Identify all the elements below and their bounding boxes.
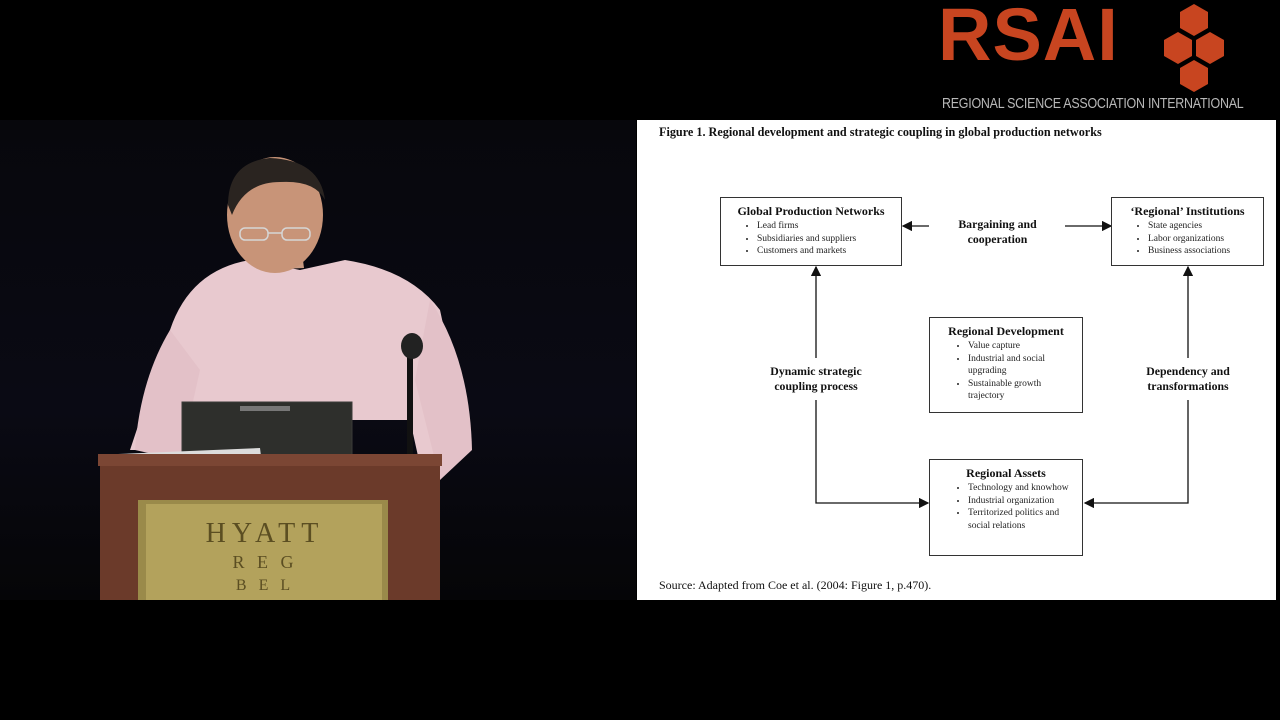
list-item: Territorized politics and social relatio…: [968, 507, 1074, 532]
list-item: Technology and knowhow: [968, 482, 1074, 495]
speaker-video: HYATT R E G B E L: [0, 120, 636, 600]
list-item: Subsidiaries and suppliers: [757, 233, 901, 246]
logo-wordmark: RSAI: [938, 0, 1119, 76]
list-item: Business associations: [1148, 245, 1263, 258]
list-item: Lead firms: [757, 220, 901, 233]
list-item: Labor organizations: [1148, 233, 1263, 246]
box-global-production-networks: Global Production Networks Lead firms Su…: [720, 197, 902, 266]
box-title: Regional Development: [948, 324, 1064, 338]
list-item: Value capture: [968, 340, 1074, 353]
box-title: ‘Regional’ Institutions: [1130, 204, 1245, 218]
list-item: Customers and markets: [757, 245, 901, 258]
label-bargaining: Bargaining and cooperation: [958, 217, 1037, 246]
hexagon-cluster-icon: [1164, 4, 1224, 92]
box-title: Regional Assets: [966, 466, 1046, 480]
speaker-hair: [228, 158, 325, 215]
podium-sign-line2: R E G: [233, 552, 298, 572]
list-item: State agencies: [1148, 220, 1263, 233]
speaker-scene: HYATT R E G B E L: [98, 157, 472, 600]
rsai-logo: RSAI REGIONAL SCIENCE ASSOCIATION INTERN…: [938, 0, 1244, 116]
box-regional-institutions: ‘Regional’ Institutions State agencies L…: [1111, 197, 1264, 266]
logo-subtitle: REGIONAL SCIENCE ASSOCIATION INTERNATION…: [942, 96, 1244, 112]
arrow-to-assets-left: [815, 400, 930, 509]
podium-sign-line3: B E L: [236, 577, 294, 594]
presentation-slide: Figure 1. Regional development and strat…: [637, 120, 1276, 600]
speaker-right-arm: [415, 300, 472, 480]
label-dynamic-coupling: Dynamic strategic coupling process: [770, 364, 862, 393]
figure-source: Source: Adapted from Coe et al. (2004: F…: [659, 578, 932, 592]
list-item: Industrial and social upgrading: [968, 353, 1074, 378]
arrow-to-assets-right: [1083, 400, 1189, 509]
diagram-arrows: [810, 220, 1194, 509]
list-item: Industrial organization: [968, 495, 1074, 508]
figure-title: Figure 1. Regional development and strat…: [659, 125, 1102, 139]
box-regional-development: Regional Development Value capture Indus…: [929, 317, 1083, 413]
box-regional-assets: Regional Assets Technology and knowhow I…: [929, 459, 1083, 556]
podium-sign-line1: HYATT: [206, 518, 325, 549]
microphone-icon: [401, 333, 423, 359]
box-title: Global Production Networks: [737, 204, 885, 218]
label-dependency: Dependency and transformations: [1146, 364, 1230, 393]
list-item: Sustainable growth trajectory: [968, 378, 1074, 403]
